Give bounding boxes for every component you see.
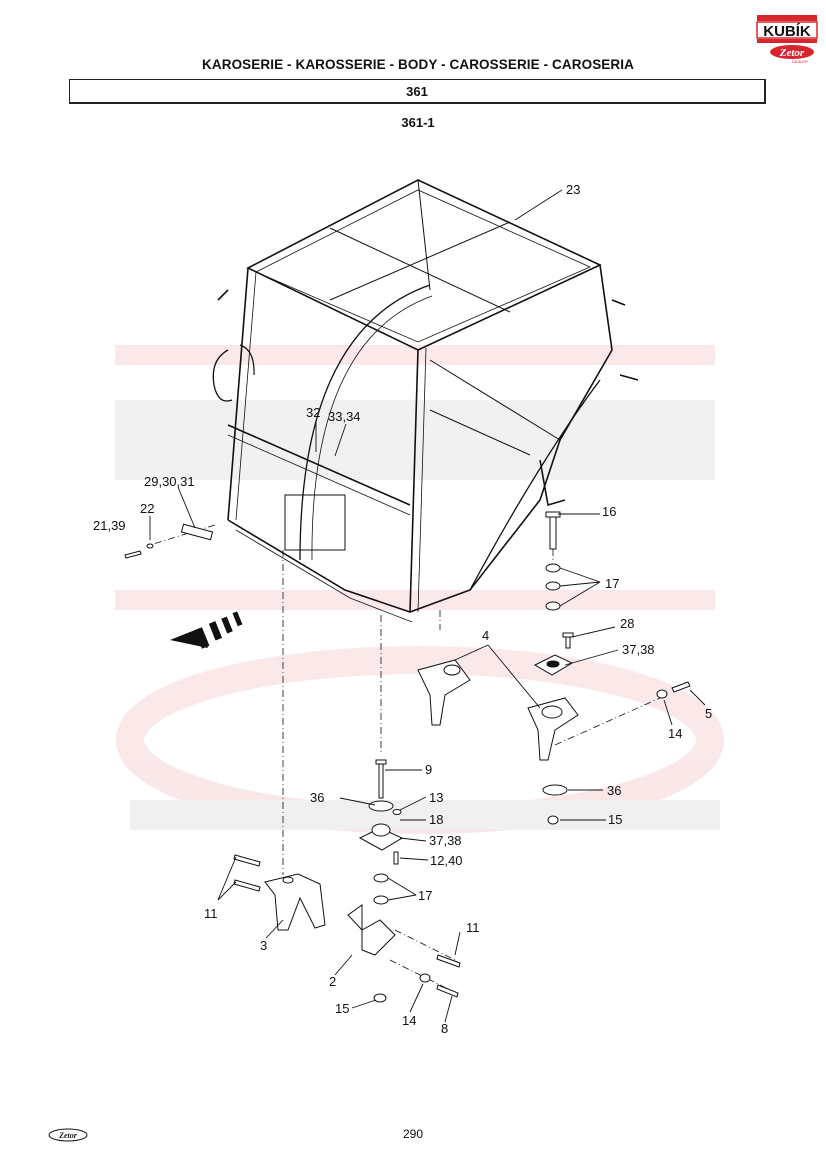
callout-labels: 23 32 33,34 29,30,31 22 21,39 16 17 4 28… — [93, 182, 712, 1036]
callout-11-left: 11 — [204, 906, 218, 921]
callout-11-right: 11 — [466, 920, 480, 935]
callout-15-right: 15 — [608, 812, 622, 827]
callout-28: 28 — [620, 616, 634, 631]
figure-number: 361-1 — [401, 115, 435, 130]
callout-36-right: 36 — [607, 783, 621, 798]
zetor-footer-logo: Zetor — [48, 1128, 88, 1142]
callout-33-34: 33,34 — [328, 409, 361, 424]
callout-23: 23 — [566, 182, 580, 197]
callout-36-center: 36 — [310, 790, 324, 805]
hardware-parts — [124, 511, 691, 1003]
callout-9: 9 — [425, 762, 432, 777]
callout-37-38-center: 37,38 — [429, 833, 462, 848]
svg-text:KUBÍK: KUBÍK — [763, 23, 811, 40]
callout-21-39: 21,39 — [93, 518, 126, 533]
leader-lines — [149, 189, 706, 1023]
page-title: KAROSERIE - KAROSSERIE - BODY - CAROSSER… — [202, 57, 634, 72]
callout-14-bottom: 14 — [402, 1013, 416, 1028]
front-direction-arrow-icon — [170, 611, 243, 649]
callout-22: 22 — [140, 501, 154, 516]
assembly-lines — [149, 524, 661, 991]
callout-14-upper: 14 — [668, 726, 682, 741]
callout-37-38-upper: 37,38 — [622, 642, 655, 657]
callout-4: 4 — [482, 628, 489, 643]
svg-text:DEALER: DEALER — [792, 59, 808, 64]
callout-17-lower: 17 — [418, 888, 432, 903]
callout-12-40: 12,40 — [430, 853, 463, 868]
page-number: 290 — [402, 1127, 424, 1141]
section-number-box: 361 — [69, 79, 766, 104]
svg-text:Zetor: Zetor — [58, 1131, 78, 1140]
callout-3: 3 — [260, 938, 267, 953]
kubik-zetor-logo: KUBÍK Zetor DEALER — [756, 15, 818, 64]
callout-15-bottom: 15 — [335, 1001, 349, 1016]
callout-13: 13 — [429, 790, 443, 805]
callout-5: 5 — [705, 706, 712, 721]
callout-2: 2 — [329, 974, 336, 989]
dealer-watermark — [115, 345, 724, 834]
callout-29-30-31: 29,30,31 — [144, 474, 195, 489]
callout-17-upper: 17 — [605, 576, 619, 591]
callout-8: 8 — [441, 1021, 448, 1036]
cab-frame — [212, 179, 639, 623]
callout-16: 16 — [602, 504, 616, 519]
callout-32: 32 — [306, 405, 320, 420]
callout-18: 18 — [429, 812, 443, 827]
svg-text:Zetor: Zetor — [779, 47, 805, 59]
